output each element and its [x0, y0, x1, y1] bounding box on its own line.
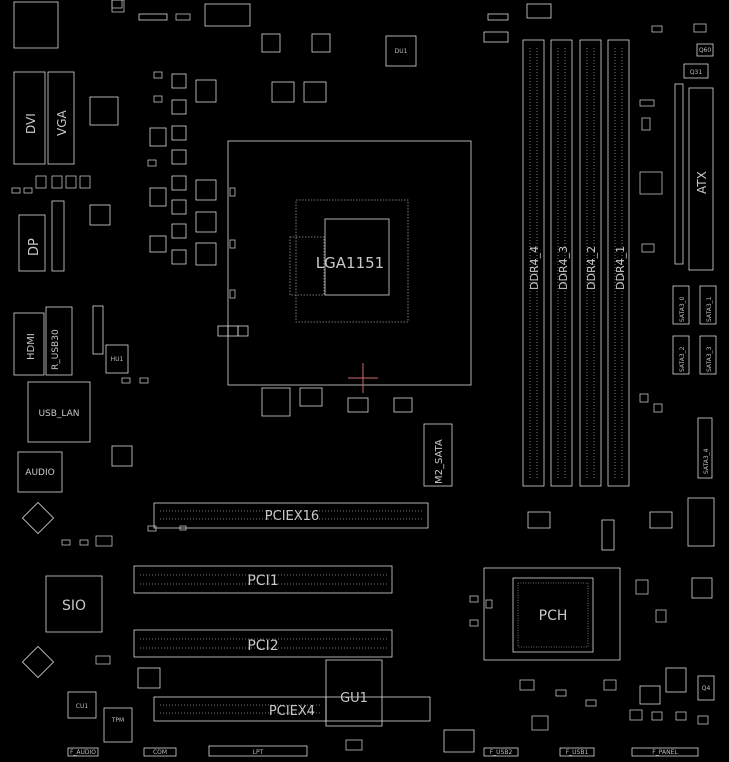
- f-audio-header: [67, 747, 99, 757]
- f-usb2-label: F_USB2: [490, 749, 513, 756]
- sio-label: SIO: [62, 598, 86, 614]
- cpu-die-cavity: [324, 218, 390, 296]
- pch-area: [483, 567, 621, 661]
- pci1-label: PCI1: [247, 573, 278, 589]
- cpu-socket: [227, 140, 472, 386]
- lpt-header: [208, 745, 308, 757]
- q60-label: Q60: [699, 47, 712, 54]
- atx-power-connector: [688, 87, 714, 271]
- sata-port-0: [672, 285, 690, 325]
- sata-port-3: [699, 335, 717, 375]
- dp-retimer: [51, 200, 65, 272]
- ps2-usb-port: [13, 1, 59, 49]
- pci2-label: PCI2: [247, 638, 278, 654]
- q4-label: Q4: [702, 685, 711, 692]
- audio-jack: [17, 451, 63, 493]
- usb-lan-port: [27, 381, 91, 443]
- sio-chip: [45, 575, 103, 633]
- sata-port-2: [672, 335, 690, 375]
- gu1-label: GU1: [340, 691, 368, 706]
- sata-2-label: SATA3_2: [679, 346, 686, 372]
- vga-label: VGA: [55, 109, 69, 136]
- vrm-components: [89, 3, 552, 467]
- com-label: COM: [153, 749, 167, 756]
- m2-sata-label: M2_SATA: [434, 439, 445, 484]
- pch-chip: [512, 577, 594, 653]
- atx-label: ATX: [695, 171, 709, 194]
- f-usb2-header: [483, 747, 519, 757]
- tpm-header: [103, 707, 133, 743]
- tpm-label: TPM: [111, 717, 124, 724]
- ddr4-slot-2: [579, 39, 602, 487]
- q4-chip: [697, 675, 715, 701]
- pch-label: PCH: [539, 608, 568, 624]
- ddr4-slot-1: [607, 39, 630, 487]
- q31-label: Q31: [690, 69, 703, 76]
- hu1-label: HU1: [111, 356, 124, 363]
- f-panel-label: F_PANEL: [652, 749, 678, 756]
- q31-chip: [683, 63, 709, 79]
- f-usb1-label: F_USB1: [566, 749, 589, 756]
- sata-3-label: SATA3_3: [706, 346, 713, 372]
- dvi-label: DVI: [24, 113, 38, 134]
- cpu-socket-label: LGA1151: [316, 254, 384, 272]
- q60-chip: [696, 43, 714, 57]
- socket-center-mark: [348, 363, 378, 393]
- usb-lan-label: USB_LAN: [38, 409, 79, 419]
- com-header: [143, 747, 177, 757]
- ddr4-2-label: DDR4_2: [585, 246, 598, 290]
- lpt-label: LPT: [253, 749, 264, 756]
- sata-4-label: SATA3_4: [703, 448, 710, 474]
- ddr4-slot-3: [550, 39, 573, 487]
- dp-label: DP: [27, 238, 42, 256]
- usb30-port: [45, 306, 73, 376]
- pciex16-label: PCIEX16: [265, 509, 319, 524]
- du1-label: DU1: [395, 48, 408, 55]
- du1-chip: [385, 35, 417, 67]
- f-panel-header: [631, 747, 699, 757]
- cu1-chip: [67, 691, 97, 719]
- f-audio-label: F_AUDIO: [70, 749, 96, 756]
- m2-sata-slot: [423, 423, 453, 487]
- pci1-slot: [133, 565, 393, 594]
- sata-port-4: [697, 417, 713, 479]
- ddr4-1-label: DDR4_1: [614, 246, 627, 290]
- dvi-port: [13, 71, 46, 165]
- ddr4-slot-4: [522, 39, 545, 487]
- pciex4-label: PCIEX4: [269, 704, 315, 719]
- ddr4-4-label: DDR4_4: [528, 246, 541, 290]
- gu1-chip: [325, 659, 383, 727]
- cpu-pin-array-left: [289, 236, 325, 296]
- usb30-label: R_USB30: [51, 329, 61, 370]
- sata-port-1: [699, 285, 717, 325]
- cu1-label: CU1: [76, 703, 89, 710]
- passive-components: [11, 0, 709, 751]
- vga-port: [47, 71, 75, 165]
- pciex16-slot: [153, 502, 429, 529]
- hdmi-port: [13, 312, 45, 376]
- hu1-chip: [105, 344, 129, 374]
- pci2-slot: [133, 629, 393, 658]
- ddr4-3-label: DDR4_3: [557, 246, 570, 290]
- audio-label: AUDIO: [25, 468, 54, 478]
- sata-0-label: SATA3_0: [679, 296, 686, 322]
- hdmi-label: HDMI: [26, 333, 37, 360]
- dp-port: [18, 214, 46, 272]
- f-usb1-header: [559, 747, 595, 757]
- sata-1-label: SATA3_1: [706, 296, 713, 322]
